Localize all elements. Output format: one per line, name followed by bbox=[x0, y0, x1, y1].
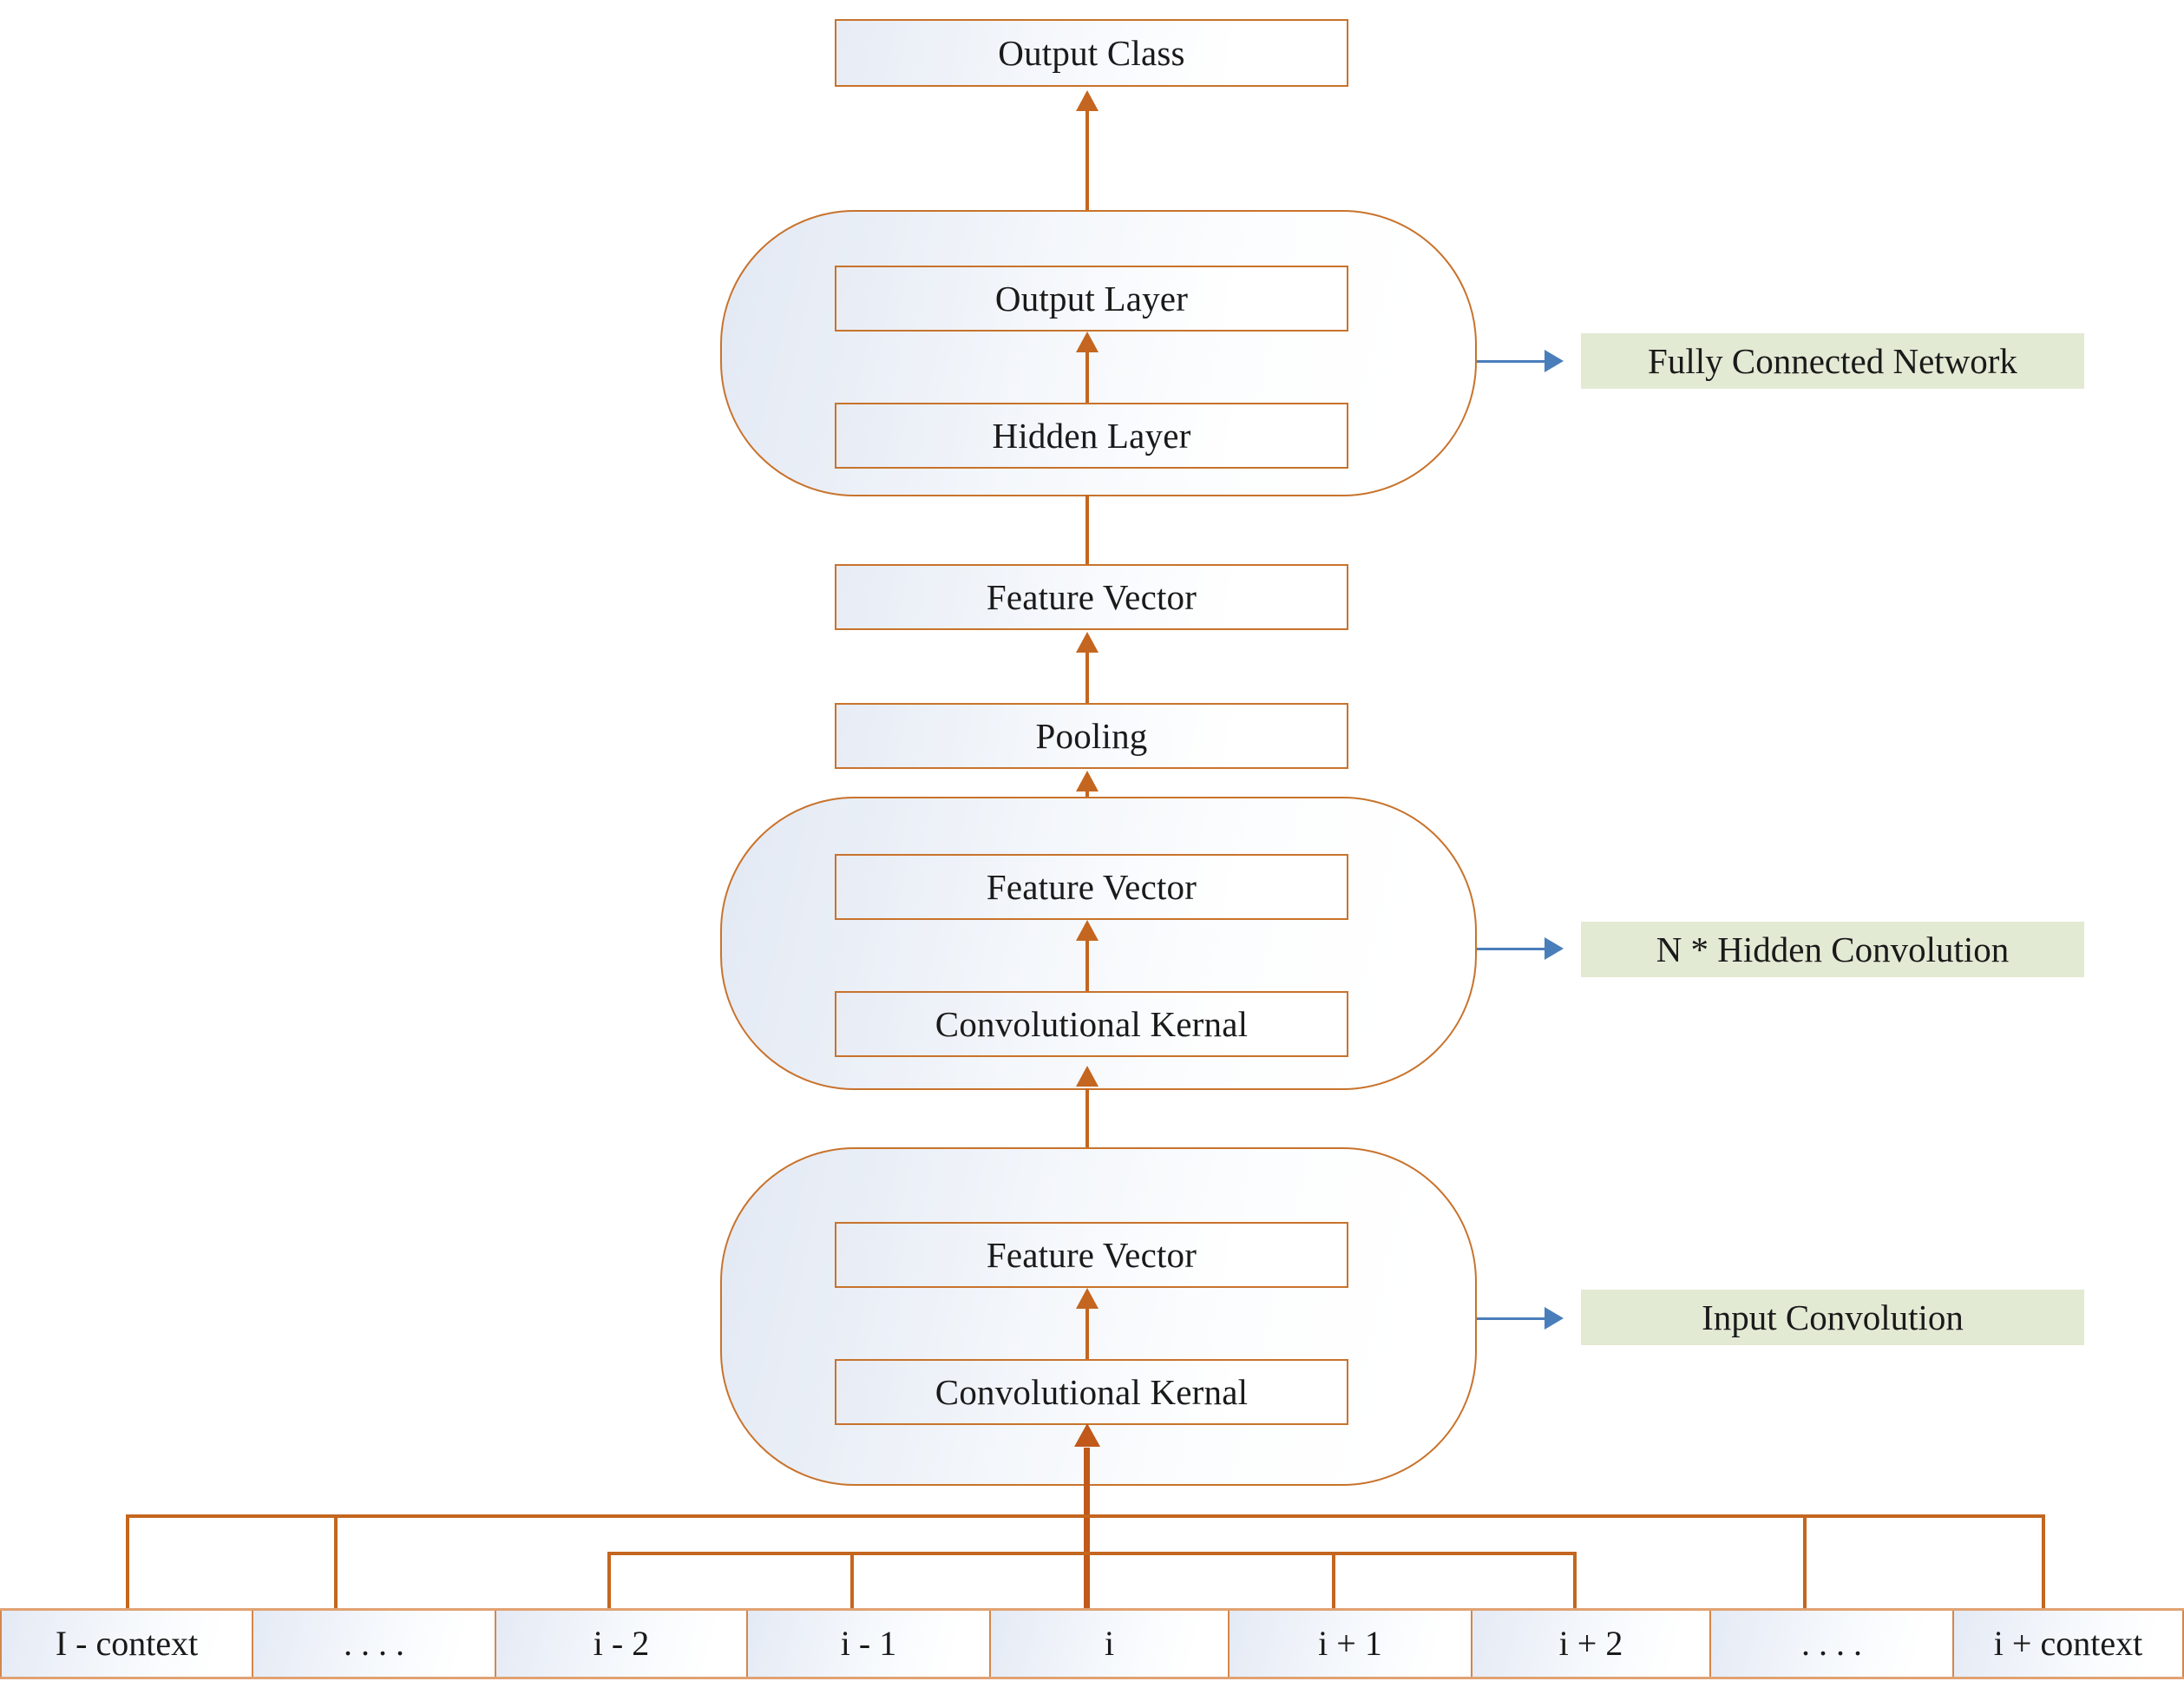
bracket-outer-right-drop-1 bbox=[1803, 1514, 1807, 1610]
input-token-cell[interactable]: . . . . bbox=[252, 1611, 495, 1677]
input-token-cell[interactable]: i bbox=[989, 1611, 1228, 1677]
node-conv-kernal-hidden[interactable]: Convolutional Kernal bbox=[835, 991, 1348, 1057]
bracket-outer-left-drop-1 bbox=[126, 1514, 129, 1610]
annotation-arrow-input-conv-head bbox=[1545, 1307, 1564, 1330]
arrow-hidden-to-output-head bbox=[1076, 332, 1099, 352]
input-token-label: . . . . bbox=[1801, 1624, 1862, 1663]
input-token-cell[interactable]: i + 1 bbox=[1228, 1611, 1471, 1677]
node-hidden-layer-label: Hidden Layer bbox=[992, 415, 1191, 456]
bracket-inner-drop-2 bbox=[850, 1552, 854, 1610]
arrow-fc-to-output-class-shaft bbox=[1085, 111, 1089, 238]
annotation-label-hidden-conv-text: N * Hidden Convolution bbox=[1656, 929, 2010, 969]
input-token-label: i bbox=[1104, 1624, 1115, 1663]
annotation-arrow-hidden-conv-shaft bbox=[1477, 948, 1548, 950]
node-feature-vector-fc-label: Feature Vector bbox=[986, 576, 1197, 617]
arrow-convkernal-to-featvec-input-head bbox=[1076, 1288, 1099, 1309]
bracket-inner-drop-1 bbox=[607, 1552, 611, 1610]
annotation-label-input-conv-text: Input Convolution bbox=[1702, 1297, 1964, 1337]
annotation-label-fully-connected-network: Fully Connected Network bbox=[1581, 333, 2084, 389]
input-token-cell[interactable]: i - 1 bbox=[746, 1611, 989, 1677]
node-output-class-label: Output Class bbox=[998, 32, 1185, 73]
bracket-inner-drop-3 bbox=[1332, 1552, 1335, 1610]
node-pooling-label: Pooling bbox=[1035, 715, 1148, 756]
node-feature-vector-hidden-label: Feature Vector bbox=[986, 866, 1197, 907]
arrow-fc-to-output-class-head bbox=[1076, 90, 1099, 111]
input-token-label: . . . . bbox=[344, 1624, 404, 1663]
node-pooling[interactable]: Pooling bbox=[835, 703, 1348, 769]
arrow-token-to-inputconv-head bbox=[1074, 1423, 1100, 1447]
arrow-pooling-to-featvec-shaft bbox=[1085, 653, 1089, 703]
input-token-cell[interactable]: i + 2 bbox=[1471, 1611, 1709, 1677]
node-output-layer[interactable]: Output Layer bbox=[835, 266, 1348, 332]
input-token-label: i - 1 bbox=[840, 1624, 897, 1663]
node-conv-kernal-hidden-label: Convolutional Kernal bbox=[935, 1003, 1249, 1044]
arrow-inputconv-to-hiddenconv-shaft bbox=[1085, 1088, 1089, 1151]
node-feature-vector-input-label: Feature Vector bbox=[986, 1234, 1197, 1275]
arrow-convkernal-to-featvec-hidden-shaft bbox=[1085, 941, 1089, 991]
node-feature-vector-fc[interactable]: Feature Vector bbox=[835, 564, 1348, 630]
bracket-inner-horizontal bbox=[607, 1552, 1577, 1555]
input-token-label: i + 1 bbox=[1318, 1624, 1382, 1663]
input-token-label: i + context bbox=[1993, 1624, 2143, 1663]
node-feature-vector-hidden[interactable]: Feature Vector bbox=[835, 854, 1348, 920]
arrow-pooling-to-featvec-head bbox=[1076, 632, 1099, 653]
bracket-outer-right-drop-2 bbox=[2042, 1514, 2045, 1610]
input-token-cell[interactable]: . . . . bbox=[1709, 1611, 1952, 1677]
arrow-hiddenconv-to-pooling-head bbox=[1076, 771, 1099, 791]
annotation-arrow-fcn-head bbox=[1545, 350, 1564, 372]
node-conv-kernal-input-label: Convolutional Kernal bbox=[935, 1371, 1249, 1412]
bracket-inner-drop-4 bbox=[1573, 1552, 1577, 1610]
annotation-arrow-hidden-conv-head bbox=[1545, 937, 1564, 960]
input-token-row: I - context . . . . i - 2 i - 1 i i + 1 i + 2.… bbox=[0, 1608, 2184, 1679]
node-output-class[interactable]: Output Class bbox=[835, 19, 1348, 87]
annotation-label-input-convolution: Input Convolution bbox=[1581, 1290, 2084, 1345]
input-token-label: i + 2 bbox=[1558, 1624, 1623, 1663]
node-hidden-layer[interactable]: Hidden Layer bbox=[835, 403, 1348, 469]
arrow-featvec-to-fcn-shaft bbox=[1085, 495, 1089, 566]
node-feature-vector-input[interactable]: Feature Vector bbox=[835, 1222, 1348, 1288]
arrow-token-to-inputconv-shaft bbox=[1084, 1448, 1090, 1612]
input-token-label: I - context bbox=[55, 1624, 199, 1663]
bracket-outer-horizontal bbox=[126, 1514, 2045, 1518]
input-token-cell[interactable]: i - 2 bbox=[495, 1611, 746, 1677]
arrow-convkernal-to-featvec-hidden-head bbox=[1076, 920, 1099, 941]
annotation-label-hidden-convolution: N * Hidden Convolution bbox=[1581, 922, 2084, 977]
input-token-label: i - 2 bbox=[593, 1624, 650, 1663]
node-output-layer-label: Output Layer bbox=[994, 278, 1189, 319]
annotation-arrow-fcn-shaft bbox=[1477, 360, 1548, 363]
arrow-convkernal-to-featvec-input-shaft bbox=[1085, 1309, 1089, 1359]
arrow-hidden-to-output-shaft bbox=[1085, 352, 1089, 403]
input-token-cell[interactable]: I - context bbox=[0, 1611, 252, 1677]
annotation-label-fcn-text: Fully Connected Network bbox=[1648, 340, 2017, 381]
arrow-inputconv-to-hiddenconv-head bbox=[1076, 1066, 1099, 1087]
input-token-cell[interactable]: i + context bbox=[1952, 1611, 2184, 1677]
bracket-outer-left-drop-2 bbox=[334, 1514, 338, 1610]
node-conv-kernal-input[interactable]: Convolutional Kernal bbox=[835, 1359, 1348, 1425]
annotation-arrow-input-conv-shaft bbox=[1477, 1317, 1548, 1320]
